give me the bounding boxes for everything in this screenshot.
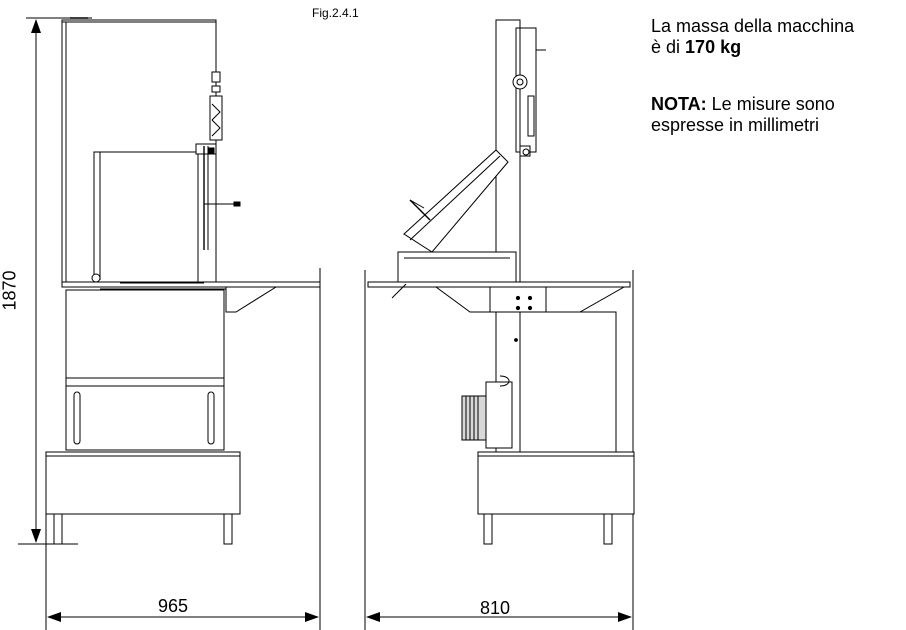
mass-note: La massa della macchina è di 170 kg xyxy=(651,16,906,58)
front-view xyxy=(45,17,321,545)
mass-prefix: è di xyxy=(651,37,681,57)
nota-note: NOTA: Le misure sono espresse in millime… xyxy=(651,94,906,136)
side-view xyxy=(367,19,635,545)
nota-line-1: Le misure sono xyxy=(711,94,835,114)
front-width-dimension-label: 965 xyxy=(158,596,189,616)
mass-value: 170 kg xyxy=(685,37,742,57)
nota-line-2: espresse in millimetri xyxy=(651,115,820,135)
figure-label: Fig.2.4.1 xyxy=(312,6,359,20)
mass-line-1: La massa della macchina xyxy=(651,16,855,36)
nota-label: NOTA: xyxy=(651,94,707,114)
side-width-dimension xyxy=(364,270,634,630)
